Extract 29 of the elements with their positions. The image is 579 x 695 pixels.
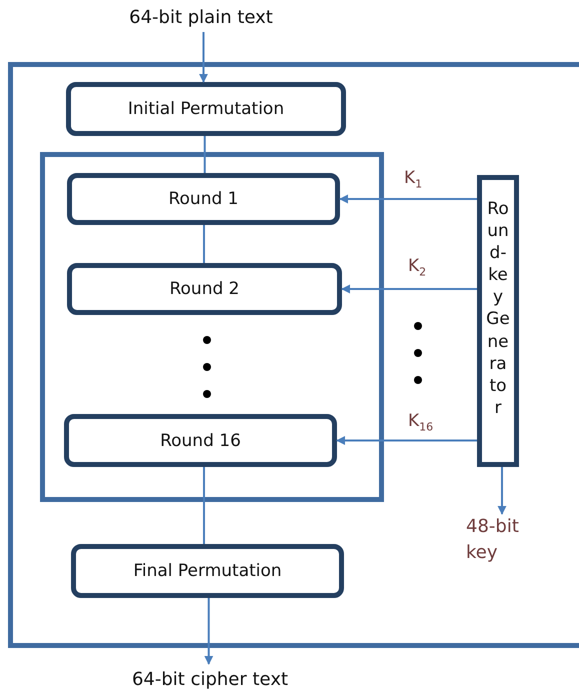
box-label: Round 2 [169,279,240,299]
arrow [339,194,477,204]
connector-line [203,467,205,544]
edge-label: K$_{2}$ [408,256,426,278]
process-box [67,173,340,225]
box-label: Round 1 [168,189,238,209]
process-box [71,544,344,598]
group-frame [8,62,579,648]
arrow [204,598,214,665]
arrow [199,32,208,83]
io-text: 64-bit plain text [120,2,282,32]
process-box [67,263,342,315]
box-label: Initial Permutation [128,99,284,119]
arrow [498,467,506,515]
box-label: Final Permutation [133,561,282,581]
connector-line [203,225,205,263]
box-label: Round 16 [160,430,241,450]
io-text: 64-bit cipher text [120,664,300,694]
arrow [341,284,477,294]
process-box [64,414,337,467]
connector-line [204,136,206,173]
output-text: 48-bit key [466,514,546,564]
group-frame [40,152,384,502]
box-label: Round-key Generator [486,199,510,418]
edge-label: K$_{16}$ [408,411,434,434]
generator-box [477,175,519,467]
arrow [336,436,477,445]
edge-label: K$_{1}$ [404,168,422,190]
process-box [66,82,346,136]
